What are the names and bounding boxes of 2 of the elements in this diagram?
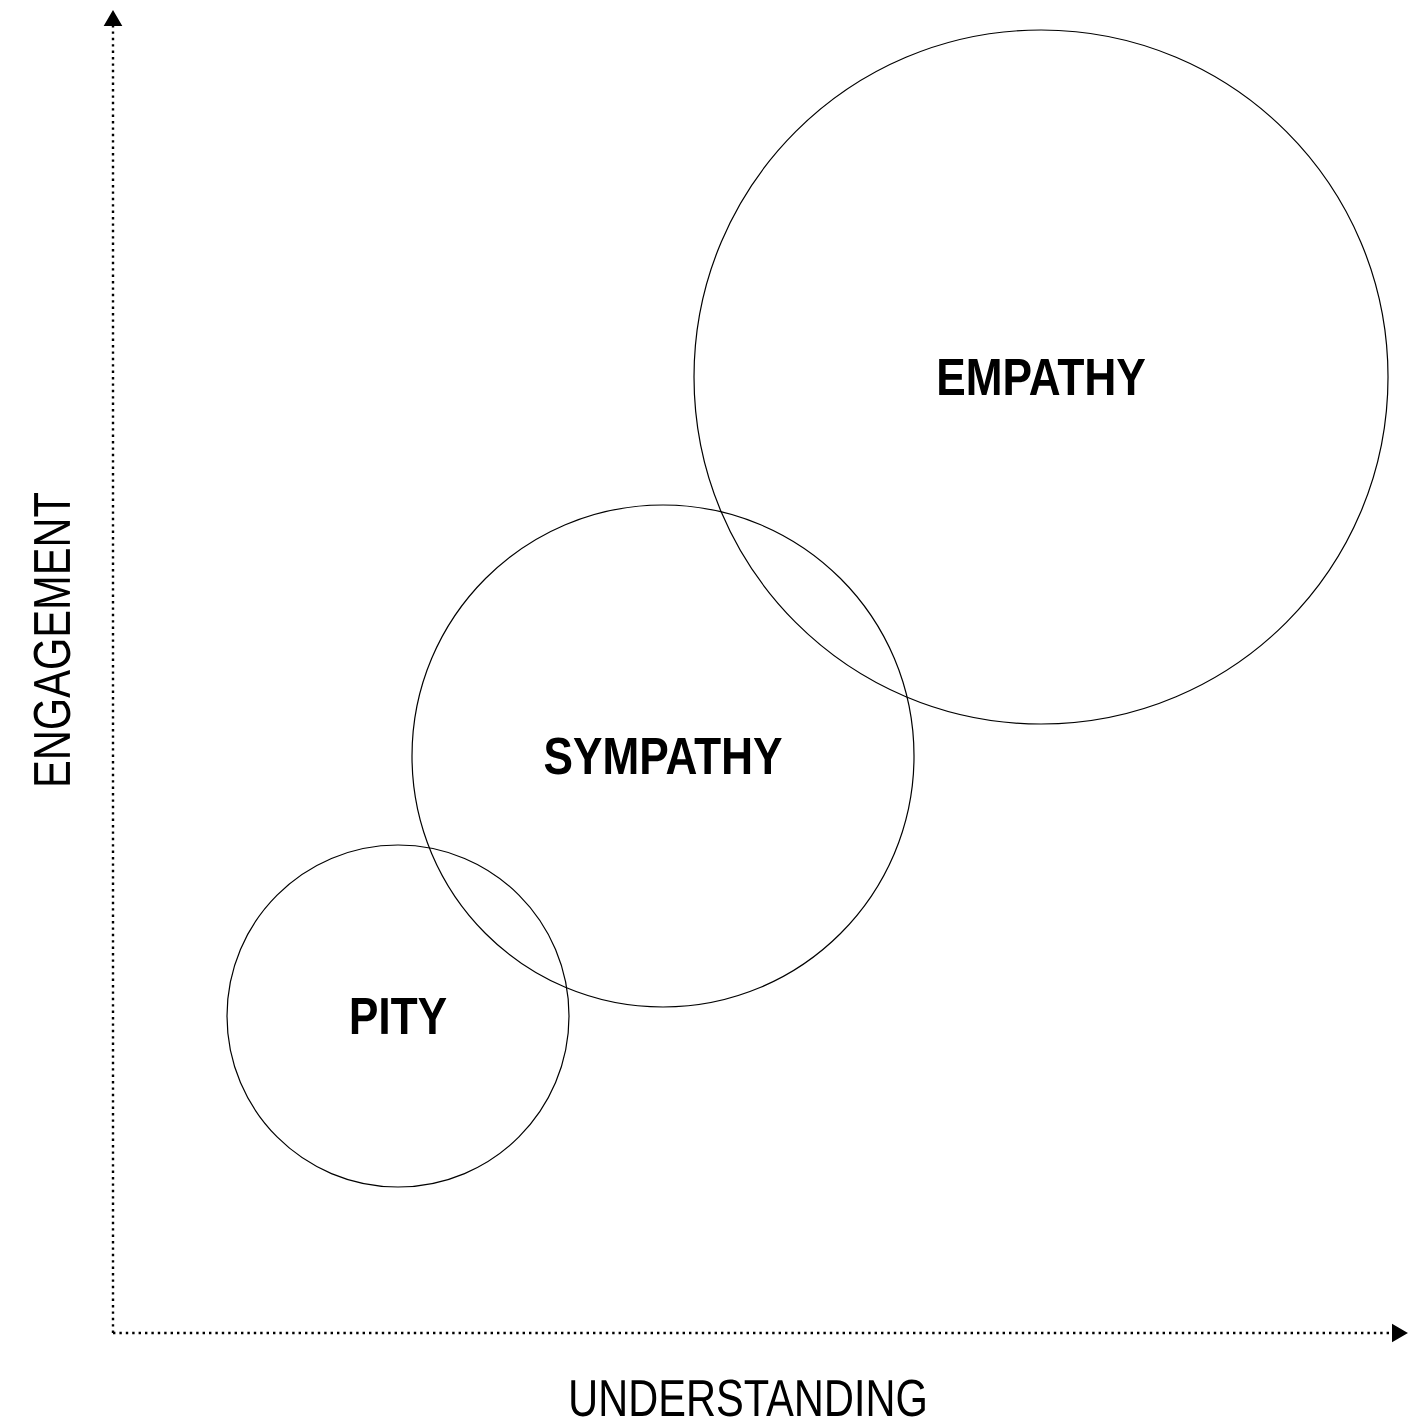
axis-label: ENGAGEMENT xyxy=(33,493,71,785)
axis-label: UNDERSTANDING xyxy=(571,1379,925,1417)
